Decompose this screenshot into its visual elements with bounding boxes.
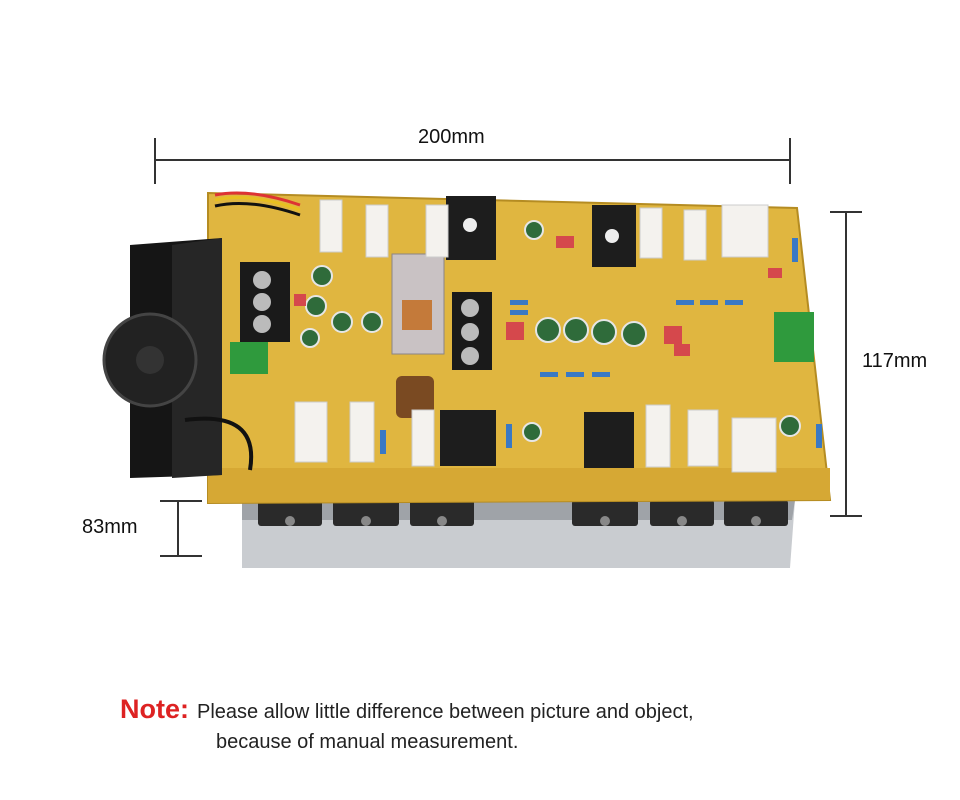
small-resistors: [380, 238, 822, 454]
note-prefix: Note:: [120, 694, 189, 724]
width-dimension-line: [154, 138, 791, 184]
height-label: 83mm: [82, 516, 138, 538]
output-transistors: [258, 500, 788, 526]
width-label: 200mm: [418, 126, 485, 148]
note-line-2: because of manual measurement.: [216, 731, 519, 753]
voltage-regulators: [440, 196, 636, 468]
note-block: Note: Please allow little difference betw…: [120, 694, 694, 753]
red-capacitors: [294, 236, 782, 356]
cooling-fan: [102, 238, 254, 478]
power-resistors: [294, 199, 777, 473]
inductor: [396, 376, 434, 418]
screw-terminals: [230, 262, 814, 374]
depth-label: 117mm: [862, 350, 928, 372]
note-line-1: Please allow little difference between p…: [197, 701, 694, 723]
depth-dimension-line: [830, 211, 862, 517]
height-dimension-line: [160, 500, 202, 557]
relay: [391, 253, 445, 355]
wires: [214, 191, 301, 217]
